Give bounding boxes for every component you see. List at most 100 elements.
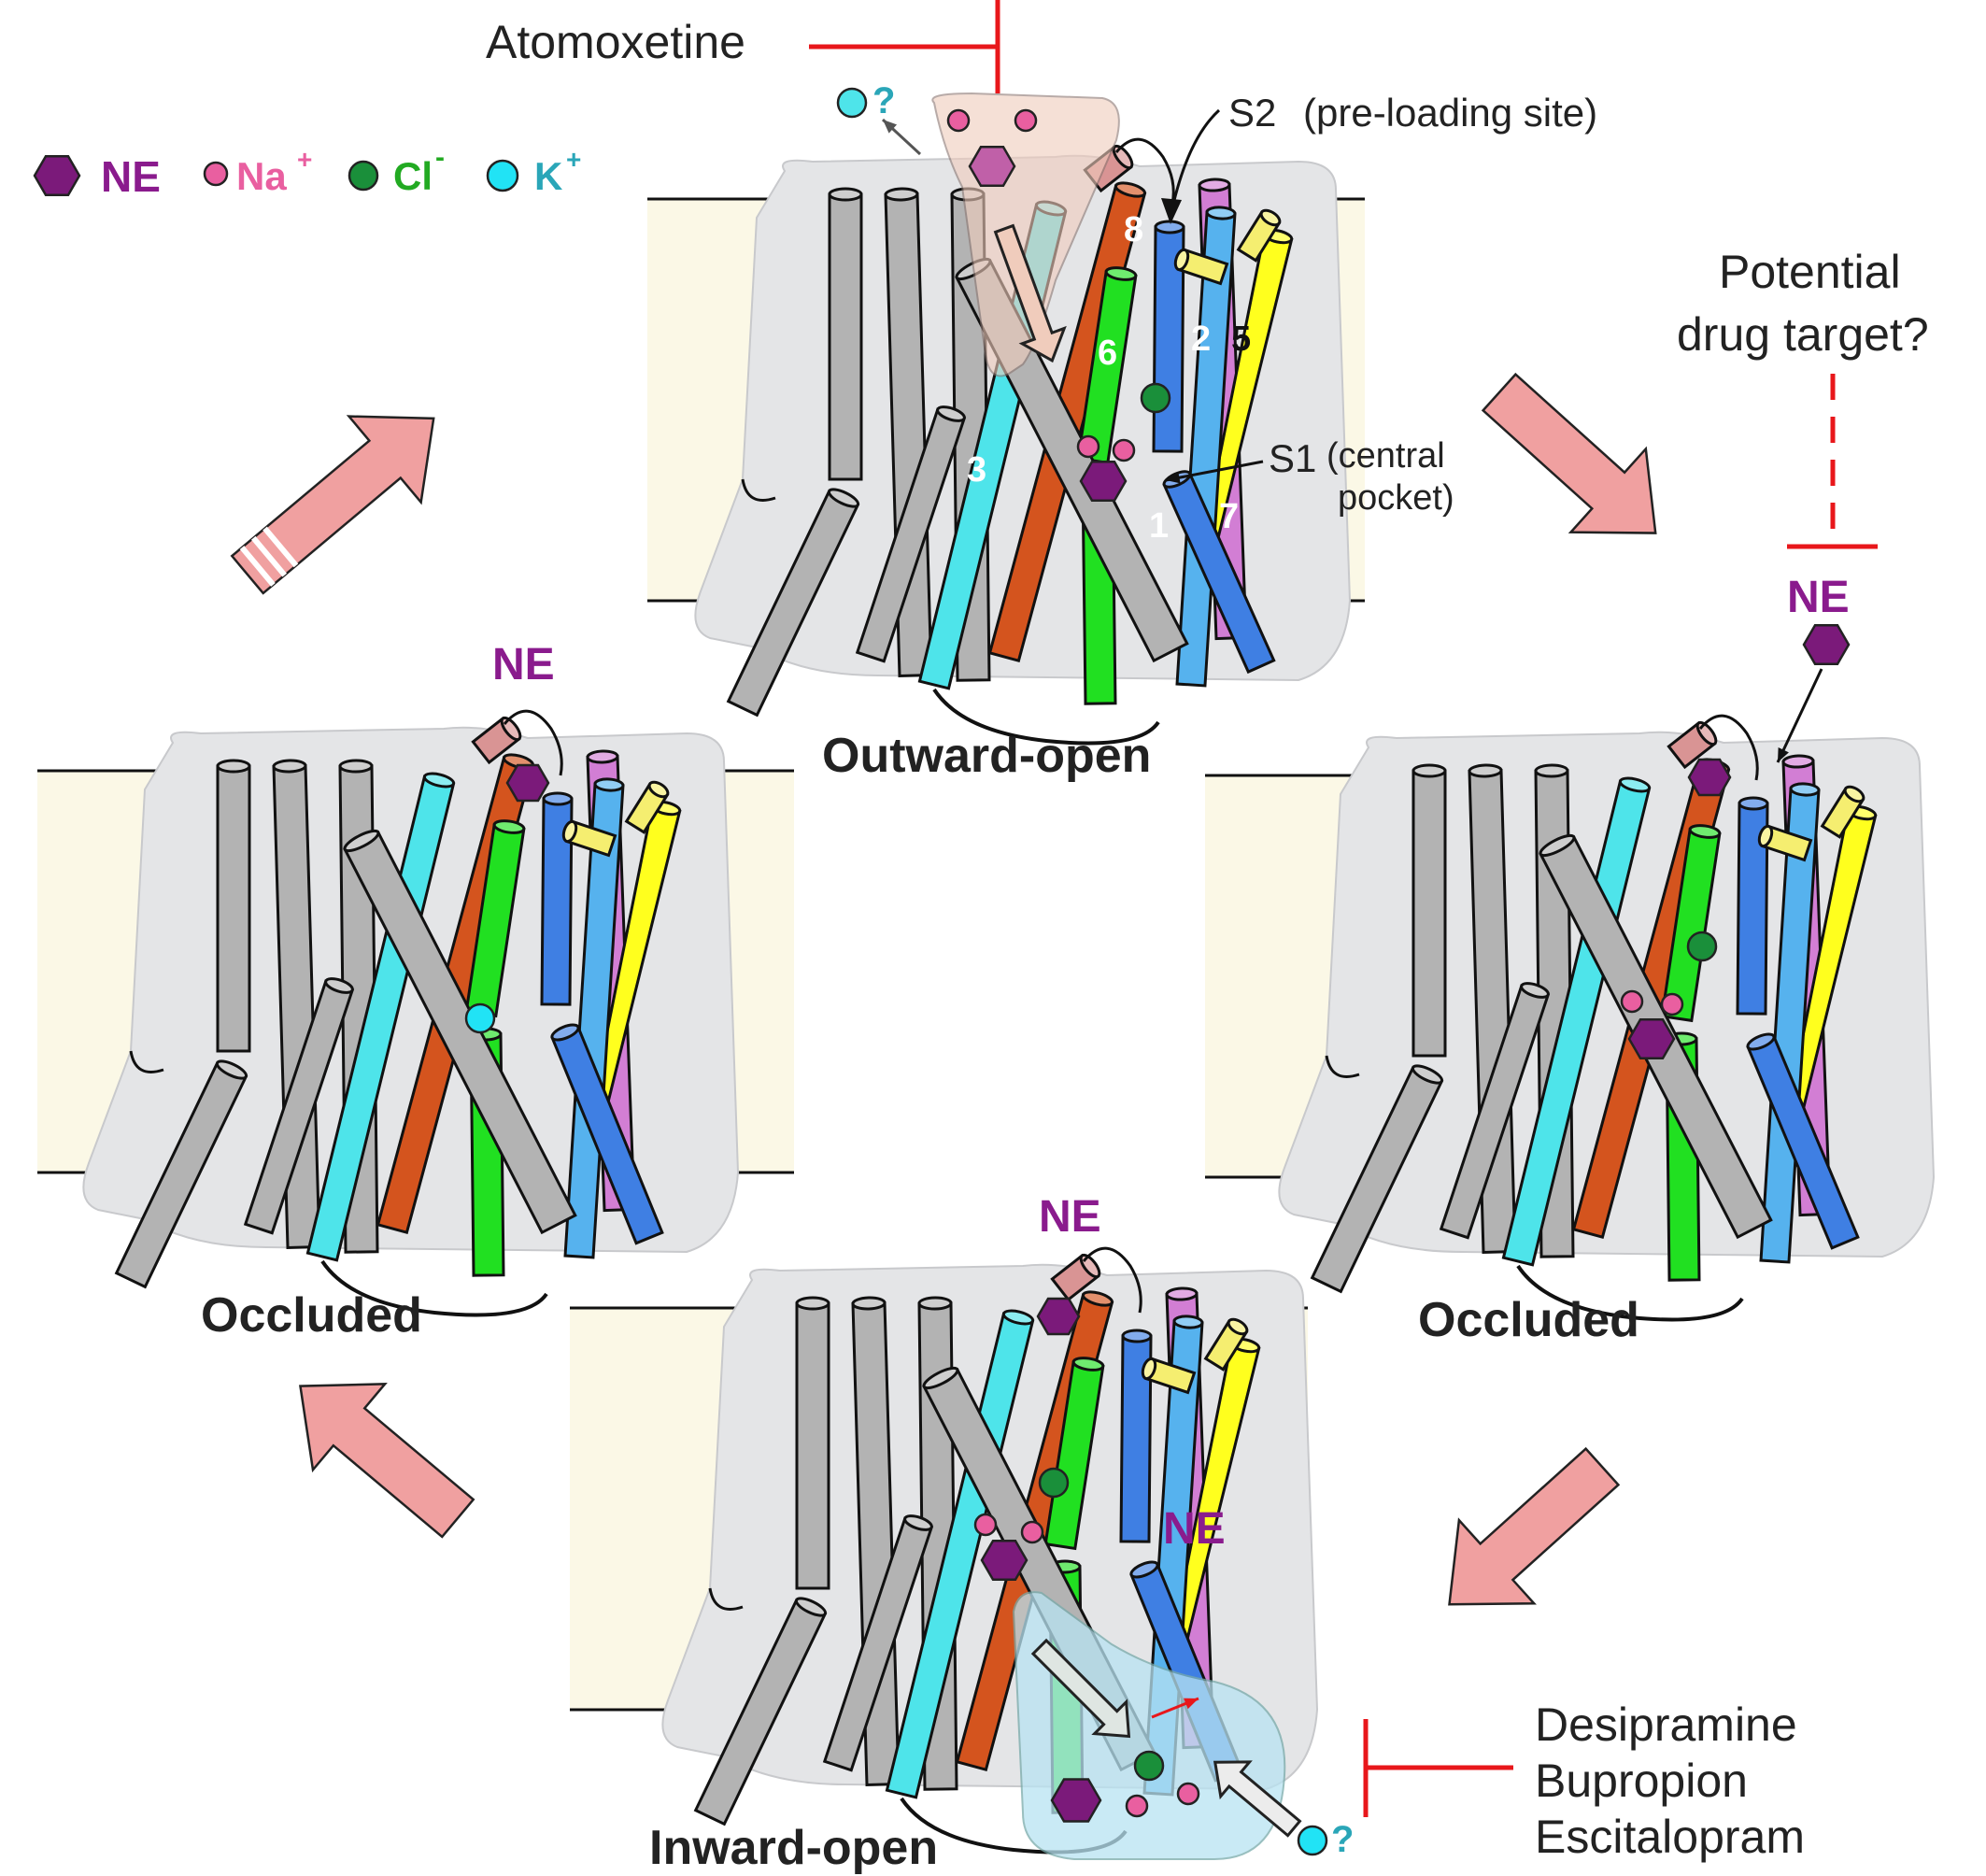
helix-number-8: 8 [1124, 210, 1143, 249]
helix-cap [338, 759, 374, 774]
arrow-shape [230, 415, 435, 595]
helix-cap [1411, 1064, 1444, 1085]
ne-molecule [980, 1539, 1028, 1582]
ne-label: NE [492, 640, 555, 689]
unknown-mark: ? [872, 80, 895, 121]
helix-cap [1843, 785, 1865, 803]
el-short-helix [624, 780, 670, 834]
arrow-stripe [262, 526, 299, 568]
arrow-head [1778, 747, 1789, 762]
na-ion [973, 1513, 998, 1537]
arrow-stripe [239, 546, 276, 587]
k-ion [1297, 1825, 1328, 1856]
el-short-helix [1203, 1317, 1249, 1371]
na-ion [1660, 992, 1684, 1016]
legend-k-charge: + [566, 145, 581, 174]
helix-cap [1746, 1032, 1776, 1051]
state-label-occluded-right: Occluded [1418, 1293, 1639, 1347]
cycle-arrow-release [299, 1383, 475, 1539]
tm-scaffold-helix [795, 1296, 830, 1590]
arrow-line [1776, 668, 1823, 763]
tm6a-helix [1660, 824, 1722, 1023]
helix-cap [1001, 1309, 1035, 1326]
helix-cap [828, 187, 863, 202]
tm-scaffold-helix [1310, 1064, 1444, 1294]
helix-cap [1757, 824, 1774, 848]
helix-cap [1227, 1317, 1249, 1336]
el-short-helix [1757, 824, 1813, 862]
tm1a-helix [540, 791, 574, 1006]
helix-cap [795, 1296, 830, 1311]
helix-cap [1738, 796, 1769, 811]
el-short-helix [1236, 208, 1282, 263]
tm6a-helix [1043, 1357, 1105, 1551]
ne-molecule [1050, 1778, 1102, 1823]
inward-open-state [570, 1246, 1319, 1855]
s1-description: (central [1326, 436, 1445, 476]
helix-cap [593, 777, 625, 792]
extracellular-loop [1698, 714, 1759, 781]
na-ion [1112, 438, 1136, 462]
helix-number-3: 3 [967, 450, 986, 490]
helix-cap [1688, 824, 1722, 839]
tm6a-helix [464, 819, 526, 1018]
helix-cap [851, 1296, 887, 1311]
helix-cap [647, 780, 670, 799]
arrow-shape [1481, 372, 1657, 534]
cl-ion [1133, 1750, 1165, 1782]
tm3-helix [1501, 776, 1652, 1267]
ne-molecule [1687, 758, 1732, 797]
cycle-arrow-binding [1481, 372, 1657, 534]
tm1a-helix [1736, 796, 1769, 1016]
tm-kink-loop [129, 1050, 164, 1073]
ne-molecule [1036, 1297, 1081, 1336]
arrow-line [1165, 460, 1264, 482]
legend-cl-charge: - [435, 142, 445, 173]
arrow-head [1166, 472, 1181, 484]
arrow-shape [1448, 1446, 1621, 1606]
helix-cap [1539, 833, 1576, 858]
intracellular-loop [320, 1259, 548, 1317]
helix-body [216, 764, 251, 1053]
ne-binding-arrow [1776, 668, 1823, 763]
cl-ion [1038, 1467, 1070, 1499]
k-ion [836, 87, 868, 119]
na-ion [1125, 1794, 1149, 1818]
legend-k-label: K [534, 154, 562, 198]
arrow-stripe [250, 535, 287, 577]
ne-molecule-s2 [968, 145, 1016, 188]
helix-number-7: 7 [1219, 497, 1239, 536]
occluded-right-state [1205, 714, 1936, 1322]
tm1-movement-arrow [1151, 1697, 1199, 1719]
helix-cap [215, 1059, 248, 1080]
helix-cap [1121, 1329, 1153, 1343]
tm2-helix [563, 777, 625, 1259]
arrow-shape [993, 223, 1067, 363]
legend-ne-symbol [33, 154, 81, 197]
helix-cap [1141, 1357, 1157, 1381]
helix-number-2: 2 [1191, 320, 1211, 359]
helix-cap [903, 1514, 933, 1531]
helix-body [795, 1301, 830, 1590]
helix-cap [550, 1023, 580, 1042]
tm-crossing-helix [343, 829, 577, 1235]
helix-cap [1129, 1560, 1159, 1579]
helix-cap [422, 772, 456, 789]
extracellular-loop [503, 709, 563, 776]
ne-label: NE [1163, 1504, 1226, 1554]
helix-number-6: 6 [1098, 334, 1117, 373]
cl-ion [1686, 931, 1718, 962]
tm-scaffold-helix [243, 977, 355, 1235]
helix-cap [936, 405, 966, 422]
tm3-helix [305, 772, 456, 1262]
el-short-helix [1820, 785, 1865, 839]
s1-description: pocket) [1338, 478, 1454, 518]
occluded-left-state [37, 709, 794, 1317]
arrow-shape [1213, 1760, 1302, 1838]
k-entry-arrow [1213, 1760, 1302, 1838]
na-ion [1014, 108, 1038, 133]
helix-cap [1114, 181, 1147, 198]
helix-cap [827, 488, 860, 508]
legend-na-label: Na [236, 154, 287, 198]
